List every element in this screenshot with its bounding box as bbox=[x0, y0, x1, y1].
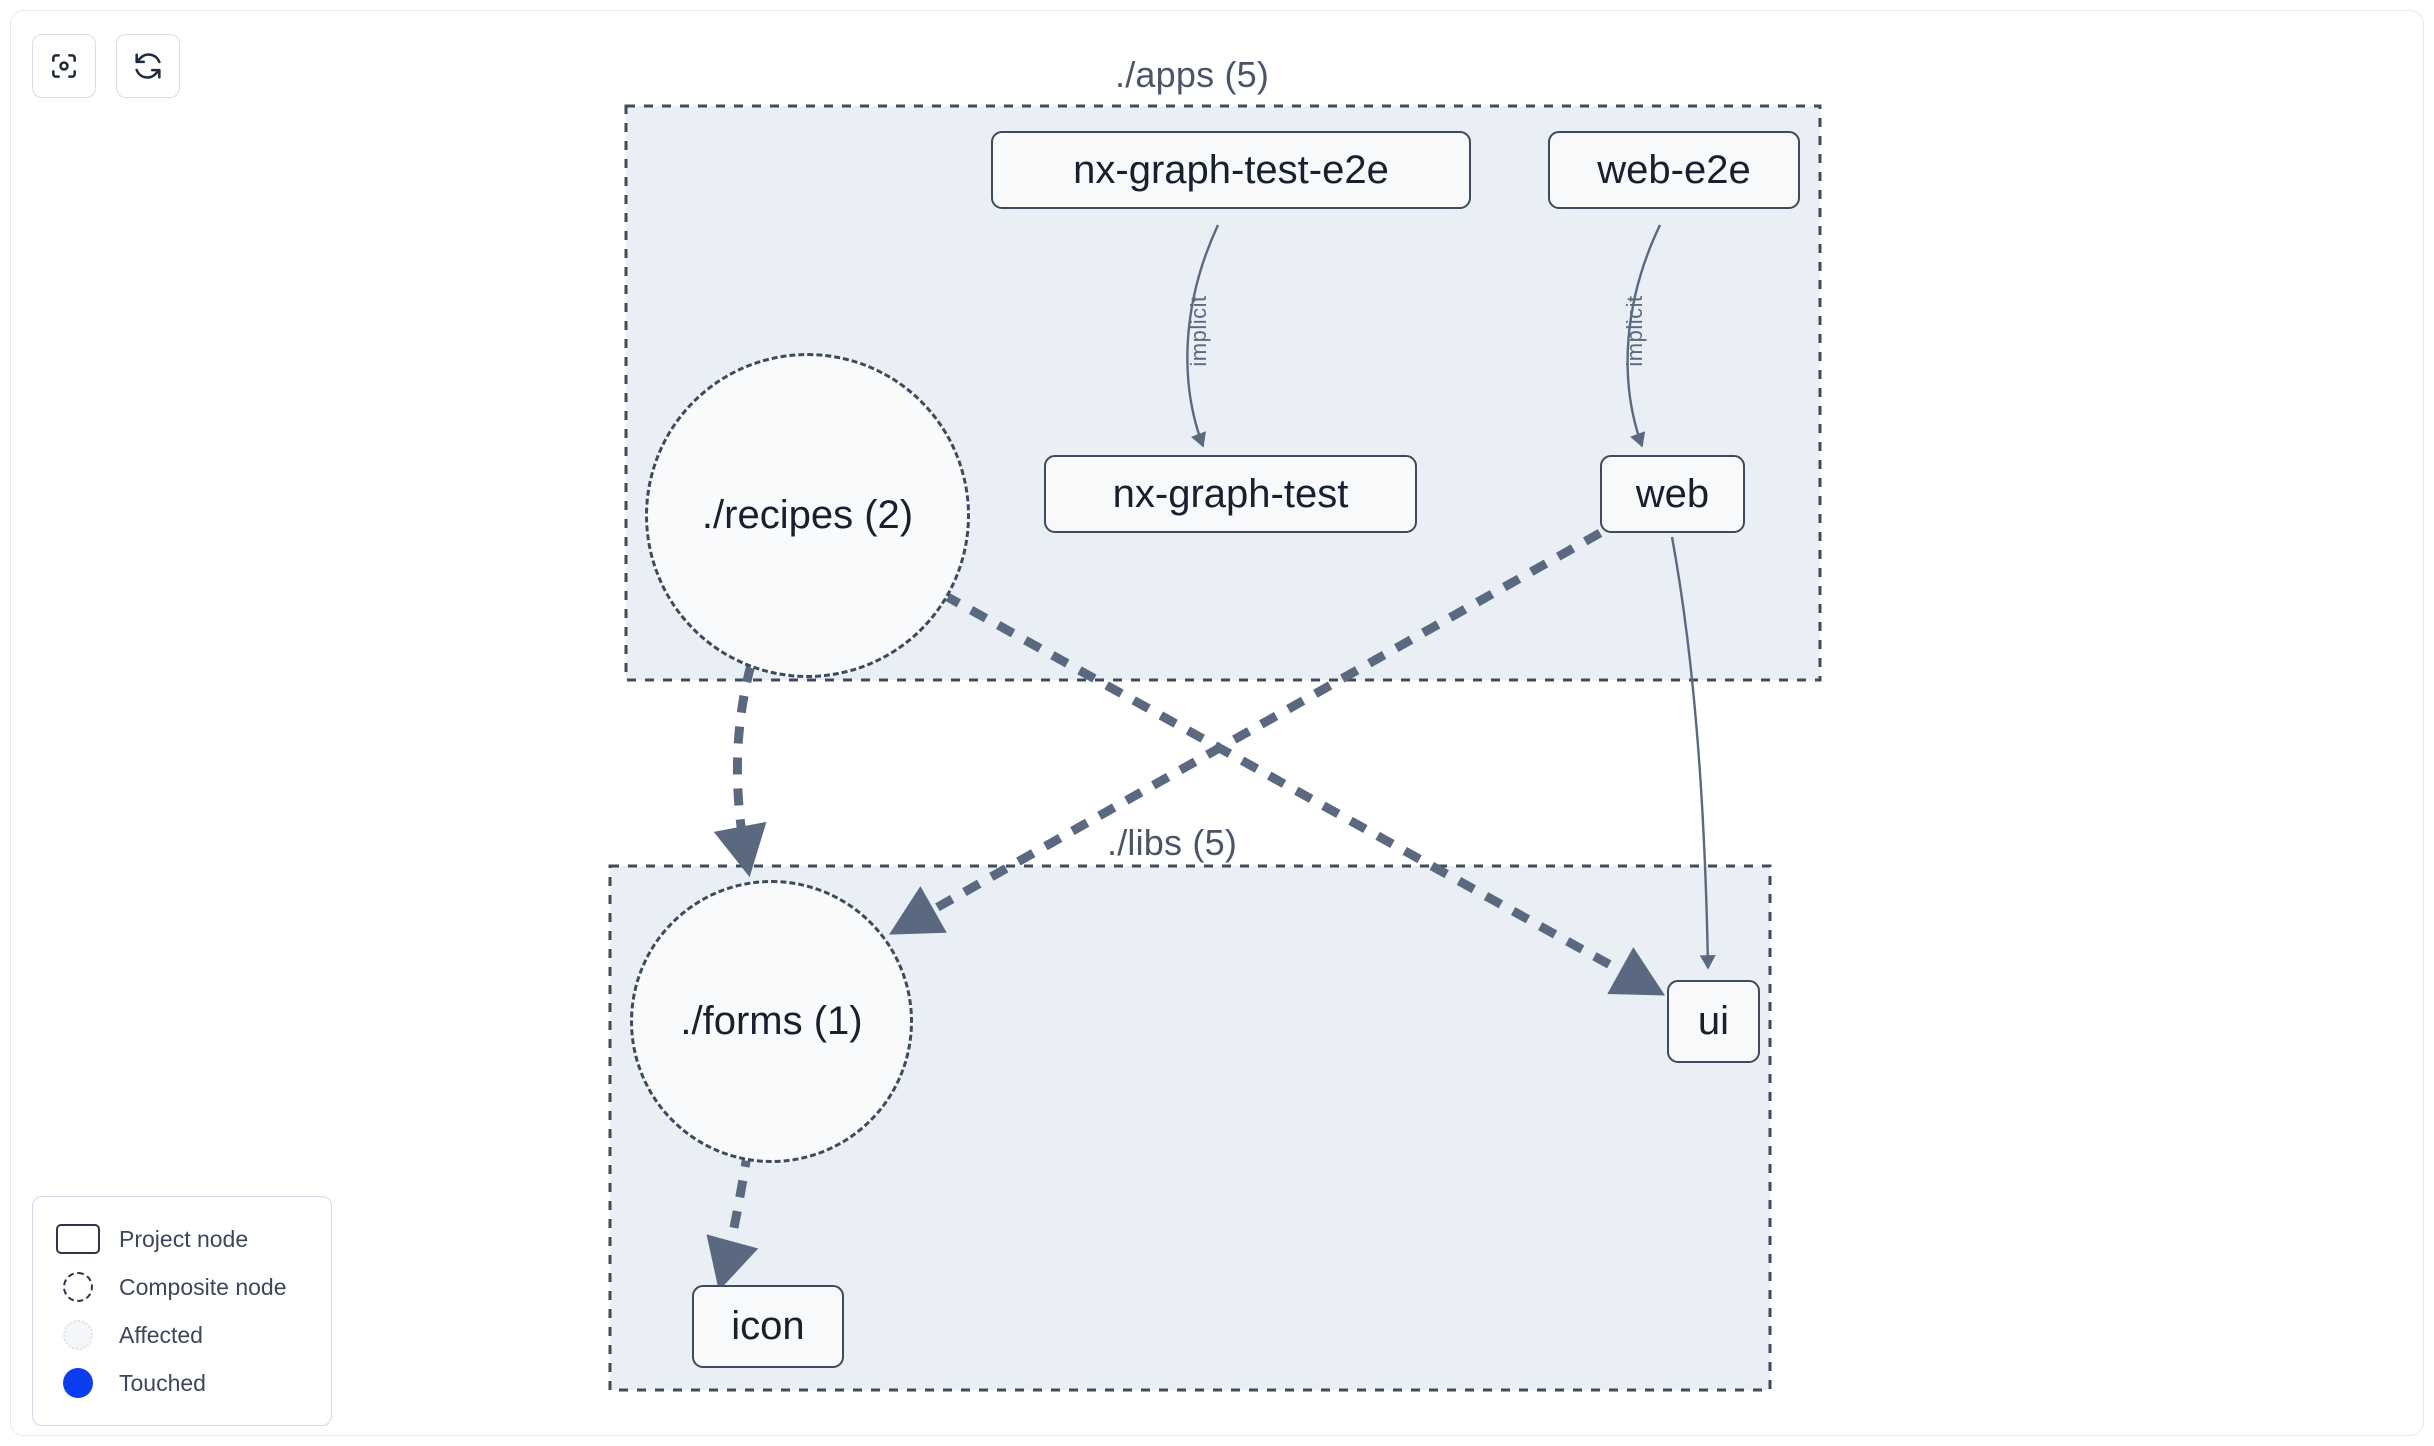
legend-item-project-node: Project node bbox=[55, 1215, 311, 1263]
edge-recipes-to-ui[interactable] bbox=[941, 591, 1666, 996]
graph-toolbar bbox=[32, 34, 180, 98]
legend-label-touched: Touched bbox=[119, 1369, 206, 1396]
edge-nx-graph-test-e2e-to-nx-graph-test[interactable] bbox=[1186, 224, 1220, 448]
legend-label-composite-node: Composite node bbox=[119, 1273, 287, 1300]
touched-node-swatch-icon bbox=[55, 1366, 101, 1400]
legend-item-affected: Affected bbox=[55, 1311, 311, 1359]
node-nx-graph-test[interactable]: nx-graph-test bbox=[1044, 455, 1417, 533]
node-forms-composite[interactable]: ./forms (1) bbox=[630, 880, 913, 1163]
group-label-apps: ./apps (5) bbox=[1115, 54, 1270, 95]
project-node-swatch-icon bbox=[55, 1222, 101, 1256]
edge-label-implicit-2: implicit bbox=[1622, 295, 1647, 367]
edge-forms-to-icon[interactable] bbox=[706, 1149, 759, 1291]
legend-item-touched: Touched bbox=[55, 1359, 311, 1407]
graph-legend: Project node Composite node Affected Tou… bbox=[32, 1196, 332, 1426]
refresh-graph-button[interactable] bbox=[116, 34, 180, 98]
edge-web-to-forms[interactable] bbox=[889, 529, 1603, 935]
edge-web-to-ui[interactable] bbox=[1670, 536, 1716, 970]
node-web[interactable]: web bbox=[1600, 455, 1745, 533]
refresh-icon bbox=[132, 50, 164, 82]
focus-graph-button[interactable] bbox=[32, 34, 96, 98]
legend-label-project-node: Project node bbox=[119, 1225, 249, 1252]
affected-node-swatch-icon bbox=[55, 1318, 101, 1352]
edge-web-e2e-to-web[interactable] bbox=[1626, 224, 1662, 448]
legend-item-composite-node: Composite node bbox=[55, 1263, 311, 1311]
focus-target-icon bbox=[48, 50, 80, 82]
node-nx-graph-test-e2e[interactable]: nx-graph-test-e2e bbox=[991, 131, 1471, 209]
group-label-libs: ./libs (5) bbox=[1101, 822, 1244, 864]
node-ui[interactable]: ui bbox=[1667, 980, 1760, 1063]
node-web-e2e[interactable]: web-e2e bbox=[1548, 131, 1800, 209]
legend-label-affected: Affected bbox=[119, 1321, 203, 1348]
node-recipes-composite[interactable]: ./recipes (2) bbox=[645, 353, 970, 678]
composite-node-swatch-icon bbox=[55, 1270, 101, 1304]
node-icon[interactable]: icon bbox=[692, 1285, 844, 1368]
edge-label-implicit-1: implicit bbox=[1186, 295, 1211, 367]
